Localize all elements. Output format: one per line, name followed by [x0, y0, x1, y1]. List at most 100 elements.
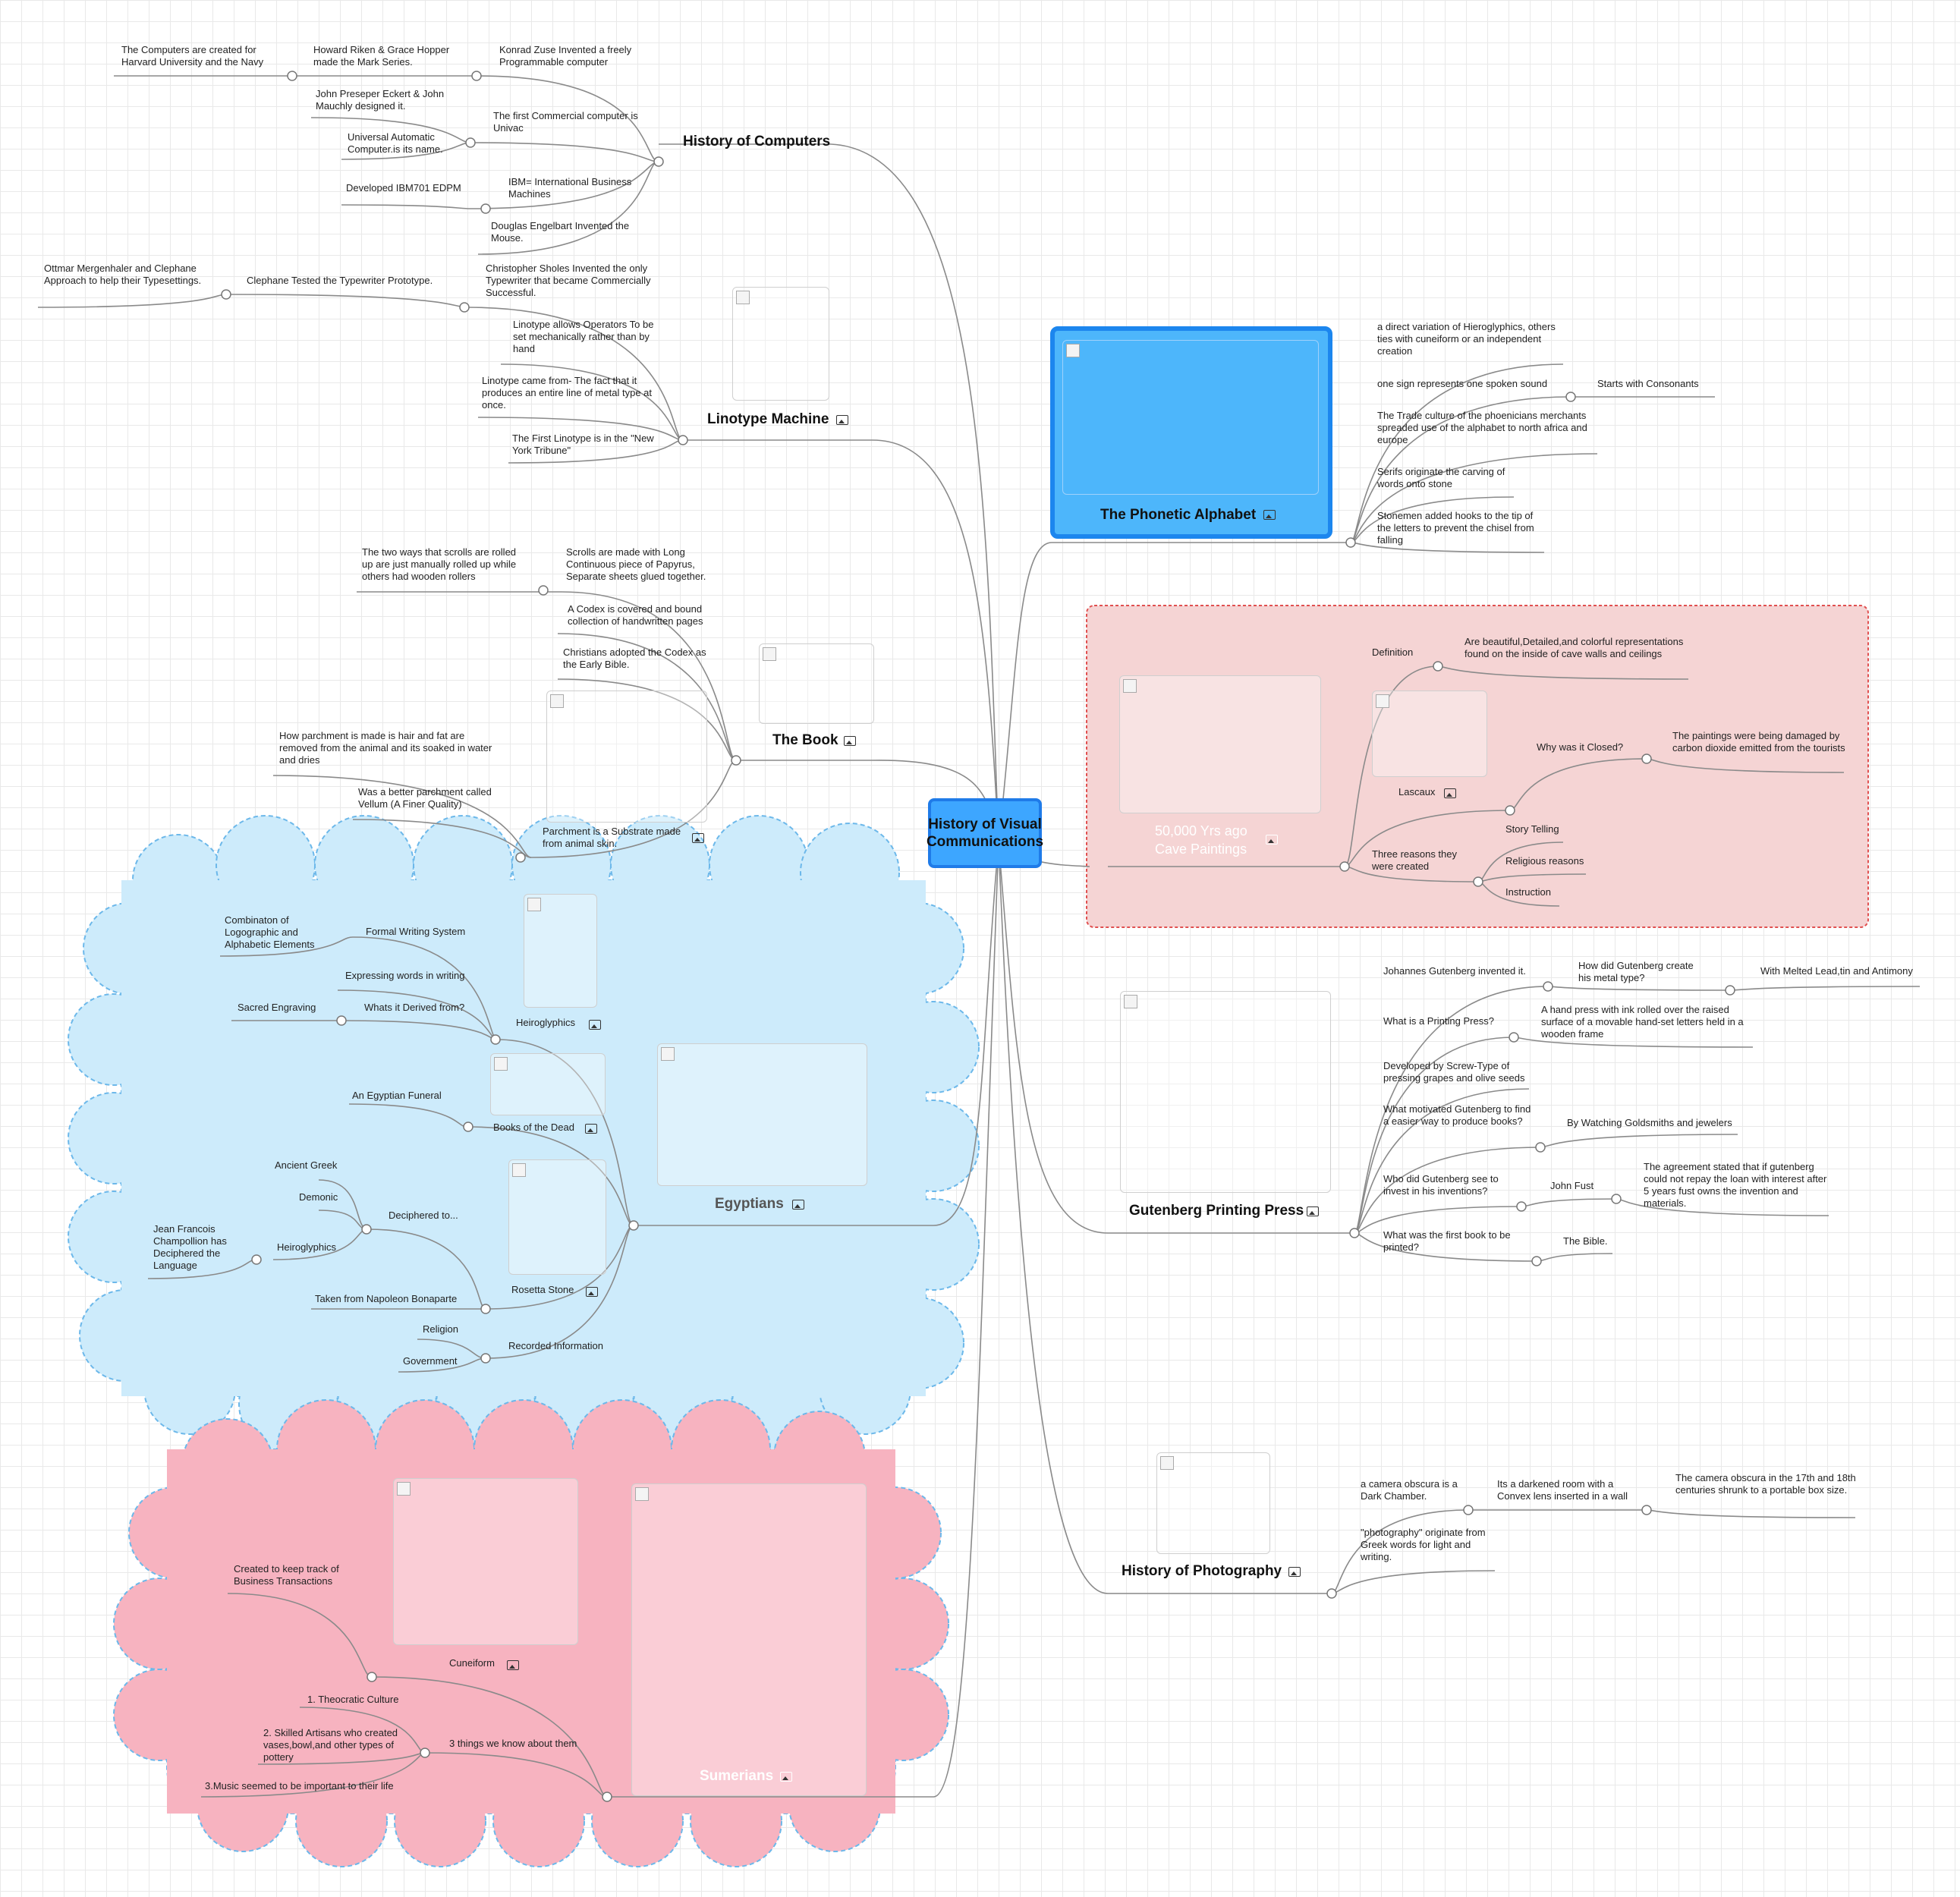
gutenberg-screw[interactable]: Developed by Screw-Type of pressing grap… [1383, 1060, 1525, 1084]
linotype-sholes[interactable]: Christopher Sholes Invented the only Typ… [486, 263, 651, 298]
cave-story[interactable]: Story Telling [1505, 823, 1559, 835]
connector-nodes [221, 71, 1735, 1802]
photography-shrunk[interactable]: The camera obscura in the 17th and 18th … [1675, 1472, 1856, 1496]
book-codex[interactable]: A Codex is covered and bound collection … [568, 603, 703, 627]
book-christians[interactable]: Christians adopted the Codex as the Earl… [563, 646, 706, 670]
phonetic-trade[interactable]: The Trade culture of the phoenicians mer… [1377, 410, 1587, 445]
cave-image [1119, 675, 1321, 813]
cave-reasons[interactable]: Three reasons they were created [1372, 848, 1458, 872]
photography-greek[interactable]: "photography" originate from Greek words… [1361, 1527, 1486, 1562]
cave-title[interactable]: 50,000 Yrs ago Cave Paintings [1155, 823, 1247, 857]
egyptians-deciphered[interactable]: Deciphered to... [389, 1210, 458, 1221]
egyptians-religion[interactable]: Religion [423, 1323, 458, 1335]
gutenberg-handpress[interactable]: A hand press with ink rolled over the ra… [1541, 1004, 1744, 1040]
sumerians-artisans[interactable]: 2. Skilled Artisans who created vases,bo… [263, 1727, 398, 1763]
cave-instruction[interactable]: Instruction [1505, 886, 1551, 898]
egyptians-hieroglyphics[interactable]: Heiroglyphics [516, 1017, 576, 1028]
egyptians-government[interactable]: Government [403, 1355, 458, 1367]
book-vellum[interactable]: Was a better parchment called Vellum (A … [358, 786, 492, 810]
gutenberg-invest[interactable]: Who did Gutenberg see to invest in his i… [1383, 1173, 1499, 1197]
gutenberg-howcreate[interactable]: How did Gutenberg create his metal type? [1578, 960, 1694, 983]
computers-ibm[interactable]: IBM= International Business Machines [508, 176, 632, 200]
book-image [759, 643, 874, 724]
gutenberg-firstbook[interactable]: What was the first book to be printed? [1383, 1229, 1511, 1253]
sumerians-three[interactable]: 3 things we know about them [449, 1738, 577, 1749]
photography-darkened[interactable]: Its a darkened room with a Convex lens i… [1497, 1478, 1628, 1502]
cave-beautiful[interactable]: Are beautiful,Detailed,and colorful repr… [1464, 636, 1684, 659]
sumerians-theocratic[interactable]: 1. Theocratic Culture [307, 1694, 399, 1705]
computers-eckert[interactable]: John Preseper Eckert & John Mauchly desi… [316, 88, 445, 112]
book-title[interactable]: The Book [772, 732, 838, 748]
egyptians-recorded[interactable]: Recorded Information [508, 1340, 604, 1351]
linotype-first[interactable]: The First Linotype is in the "New York T… [512, 433, 654, 456]
egyptians-rosetta[interactable]: Rosetta Stone [511, 1284, 574, 1295]
sumerians-business[interactable]: Created to keep track of Business Transa… [234, 1563, 339, 1587]
computers-univac[interactable]: The first Commercial computer is Univac [493, 110, 638, 134]
gutenberg-goldsmiths[interactable]: By Watching Goldsmiths and jewelers [1567, 1117, 1732, 1128]
computers-mouse[interactable]: Douglas Engelbart Invented the Mouse. [491, 220, 630, 244]
phonetic-stonemen[interactable]: Stonemen added hooks to the tip of the l… [1377, 510, 1534, 546]
cave-definition[interactable]: Definition [1372, 646, 1414, 658]
egyptians-funeral[interactable]: An Egyptian Funeral [352, 1090, 442, 1101]
sumerians-title[interactable]: Sumerians [700, 1768, 774, 1784]
phonetic-title[interactable]: The Phonetic Alphabet [1100, 507, 1257, 523]
gutenberg-agreement[interactable]: The agreement stated that if gutenberg c… [1644, 1161, 1827, 1209]
cave-religious[interactable]: Religious reasons [1505, 855, 1584, 867]
book-howmade[interactable]: How parchment is made is hair and fat ar… [279, 730, 492, 766]
sumerians-cuneiform[interactable]: Cuneiform [449, 1657, 495, 1669]
egyptians-derived[interactable]: Whats it Derived from? [364, 1002, 465, 1013]
book-scrolls[interactable]: Scrolls are made with Long Continuous pi… [566, 546, 706, 582]
computers-ibm701[interactable]: Developed IBM701 EDPM [346, 182, 461, 193]
phonetic-alphabet-box[interactable] [1050, 326, 1332, 539]
book-twoways[interactable]: The two ways that scrolls are rolled up … [362, 546, 517, 582]
egyptians-sacred[interactable]: Sacred Engraving [238, 1002, 316, 1013]
egyptians-formal[interactable]: Formal Writing System [366, 926, 466, 937]
gutenberg-motivated[interactable]: What motivated Gutenberg to find a easie… [1383, 1103, 1531, 1127]
sumerians-music[interactable]: 3.Music seemed to be important to their … [205, 1780, 394, 1792]
photography-title[interactable]: History of Photography [1122, 1563, 1282, 1579]
gutenberg-invented[interactable]: Johannes Gutenberg invented it. [1383, 965, 1526, 977]
image-icon [792, 1200, 804, 1210]
phonetic-image [1062, 340, 1319, 495]
computers-uac[interactable]: Universal Automatic Computer.is its name… [348, 131, 443, 155]
linotype-clephane[interactable]: Clephane Tested the Typewriter Prototype… [247, 275, 433, 286]
gutenberg-bible[interactable]: The Bible. [1563, 1235, 1608, 1247]
image-icon [1444, 788, 1456, 798]
egyptians-title[interactable]: Egyptians [715, 1196, 784, 1212]
egyptians-napoleon[interactable]: Taken from Napoleon Bonaparte [315, 1293, 458, 1304]
linotype-mergenhaler[interactable]: Ottmar Mergenhaler and Clephane Approach… [44, 263, 202, 286]
photography-obscura[interactable]: a camera obscura is a Dark Chamber. [1361, 1478, 1458, 1502]
egyptians-expressing[interactable]: Expressing words in writing [345, 970, 465, 981]
phonetic-onesign[interactable]: one sign represents one spoken sound [1377, 378, 1548, 389]
linotype-operators[interactable]: Linotype allows Operators To be set mech… [513, 319, 654, 354]
egyptians-hiero2[interactable]: Heiroglyphics [277, 1241, 337, 1253]
cave-lascaux[interactable]: Lascaux [1398, 786, 1436, 797]
computers-zuse[interactable]: Konrad Zuse Invented a freely Programmab… [499, 44, 632, 68]
egyptians-demonic[interactable]: Demonic [299, 1191, 338, 1203]
egyptians-champollion[interactable]: Jean Francois Champollion has Deciphered… [153, 1223, 227, 1271]
computers-riken[interactable]: Howard Riken & Grace Hopper made the Mar… [313, 44, 450, 68]
gutenberg-whatis[interactable]: What is a Printing Press? [1383, 1015, 1494, 1027]
book-parchment[interactable]: Parchment is a Substrate made from anima… [543, 826, 681, 849]
computers-title[interactable]: History of Computers [683, 134, 831, 149]
image-icon [589, 1020, 601, 1030]
cave-damaged[interactable]: The paintings were being damaged by carb… [1672, 730, 1845, 753]
egyptians-combination[interactable]: Combinaton of Logographic and Alphabetic… [225, 914, 315, 950]
image-icon [1266, 835, 1278, 845]
phonetic-consonants[interactable]: Starts with Consonants [1597, 378, 1699, 389]
cave-closed[interactable]: Why was it Closed? [1537, 741, 1624, 753]
phonetic-variation[interactable]: a direct variation of Hieroglyphics, oth… [1377, 321, 1556, 357]
gutenberg-title[interactable]: Gutenberg Printing Press [1129, 1203, 1304, 1219]
linotype-title[interactable]: Linotype Machine [707, 411, 829, 427]
image-icon [780, 1772, 792, 1782]
phonetic-serifs[interactable]: Serifs originate the carving of words on… [1377, 466, 1505, 489]
egyptians-greek[interactable]: Ancient Greek [275, 1159, 338, 1171]
gutenberg-fust[interactable]: John Fust [1550, 1180, 1594, 1191]
egyptians-bookdead[interactable]: Books of the Dead [493, 1122, 574, 1133]
computers-harvard[interactable]: The Computers are created for Harvard Un… [121, 44, 264, 68]
cuneiform-image [393, 1478, 578, 1645]
central-topic[interactable]: History of Visual Communications [927, 798, 1043, 868]
gutenberg-melted[interactable]: With Melted Lead,tin and Antimony [1760, 965, 1913, 977]
linotype-camefrom[interactable]: Linotype came from- The fact that it pro… [482, 375, 653, 411]
